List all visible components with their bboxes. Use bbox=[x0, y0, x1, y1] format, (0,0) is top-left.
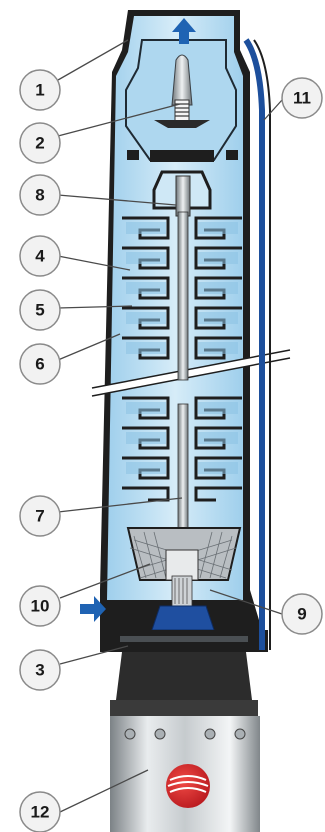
callout-label-7: 7 bbox=[35, 507, 44, 526]
break-lines bbox=[91, 349, 291, 397]
callout-2: 2 bbox=[19, 122, 61, 164]
diffuser-stack bbox=[126, 222, 238, 474]
callout-label-2: 2 bbox=[35, 134, 44, 153]
callout-label-12: 12 bbox=[31, 803, 50, 822]
callout-label-1: 1 bbox=[35, 81, 44, 100]
callout-label-6: 6 bbox=[35, 355, 44, 374]
check-valve bbox=[154, 54, 210, 128]
motor-coupling bbox=[151, 549, 215, 631]
callout-11: 11 bbox=[281, 77, 323, 119]
motor bbox=[110, 652, 260, 832]
callout-label-3: 3 bbox=[35, 661, 44, 680]
callout-6: 6 bbox=[19, 343, 61, 385]
callout-8: 8 bbox=[19, 174, 61, 216]
callout-label-11: 11 bbox=[293, 89, 311, 108]
callout-3: 3 bbox=[19, 649, 61, 691]
cable-guard bbox=[243, 38, 271, 650]
callout-1: 1 bbox=[19, 69, 61, 111]
leader-lines bbox=[57, 39, 283, 813]
callout-label-10: 10 bbox=[31, 597, 50, 616]
callout-label-4: 4 bbox=[35, 247, 45, 266]
arrow-right-icon bbox=[80, 596, 106, 622]
callout-5: 5 bbox=[19, 289, 61, 331]
callout-label-9: 9 bbox=[297, 605, 306, 624]
callout-10: 10 bbox=[19, 585, 61, 627]
callout-12: 12 bbox=[19, 791, 61, 832]
suction-base bbox=[100, 630, 268, 652]
arrow-up-icon bbox=[172, 18, 196, 44]
callout-4: 4 bbox=[19, 235, 61, 277]
callout-label-8: 8 bbox=[35, 186, 44, 205]
shaft-coupling bbox=[152, 170, 212, 217]
callout-9: 9 bbox=[281, 593, 323, 635]
callout-label-5: 5 bbox=[35, 301, 44, 320]
bolt-heads bbox=[124, 728, 246, 740]
callout-7: 7 bbox=[19, 495, 61, 537]
brand-logo-icon bbox=[166, 764, 210, 808]
